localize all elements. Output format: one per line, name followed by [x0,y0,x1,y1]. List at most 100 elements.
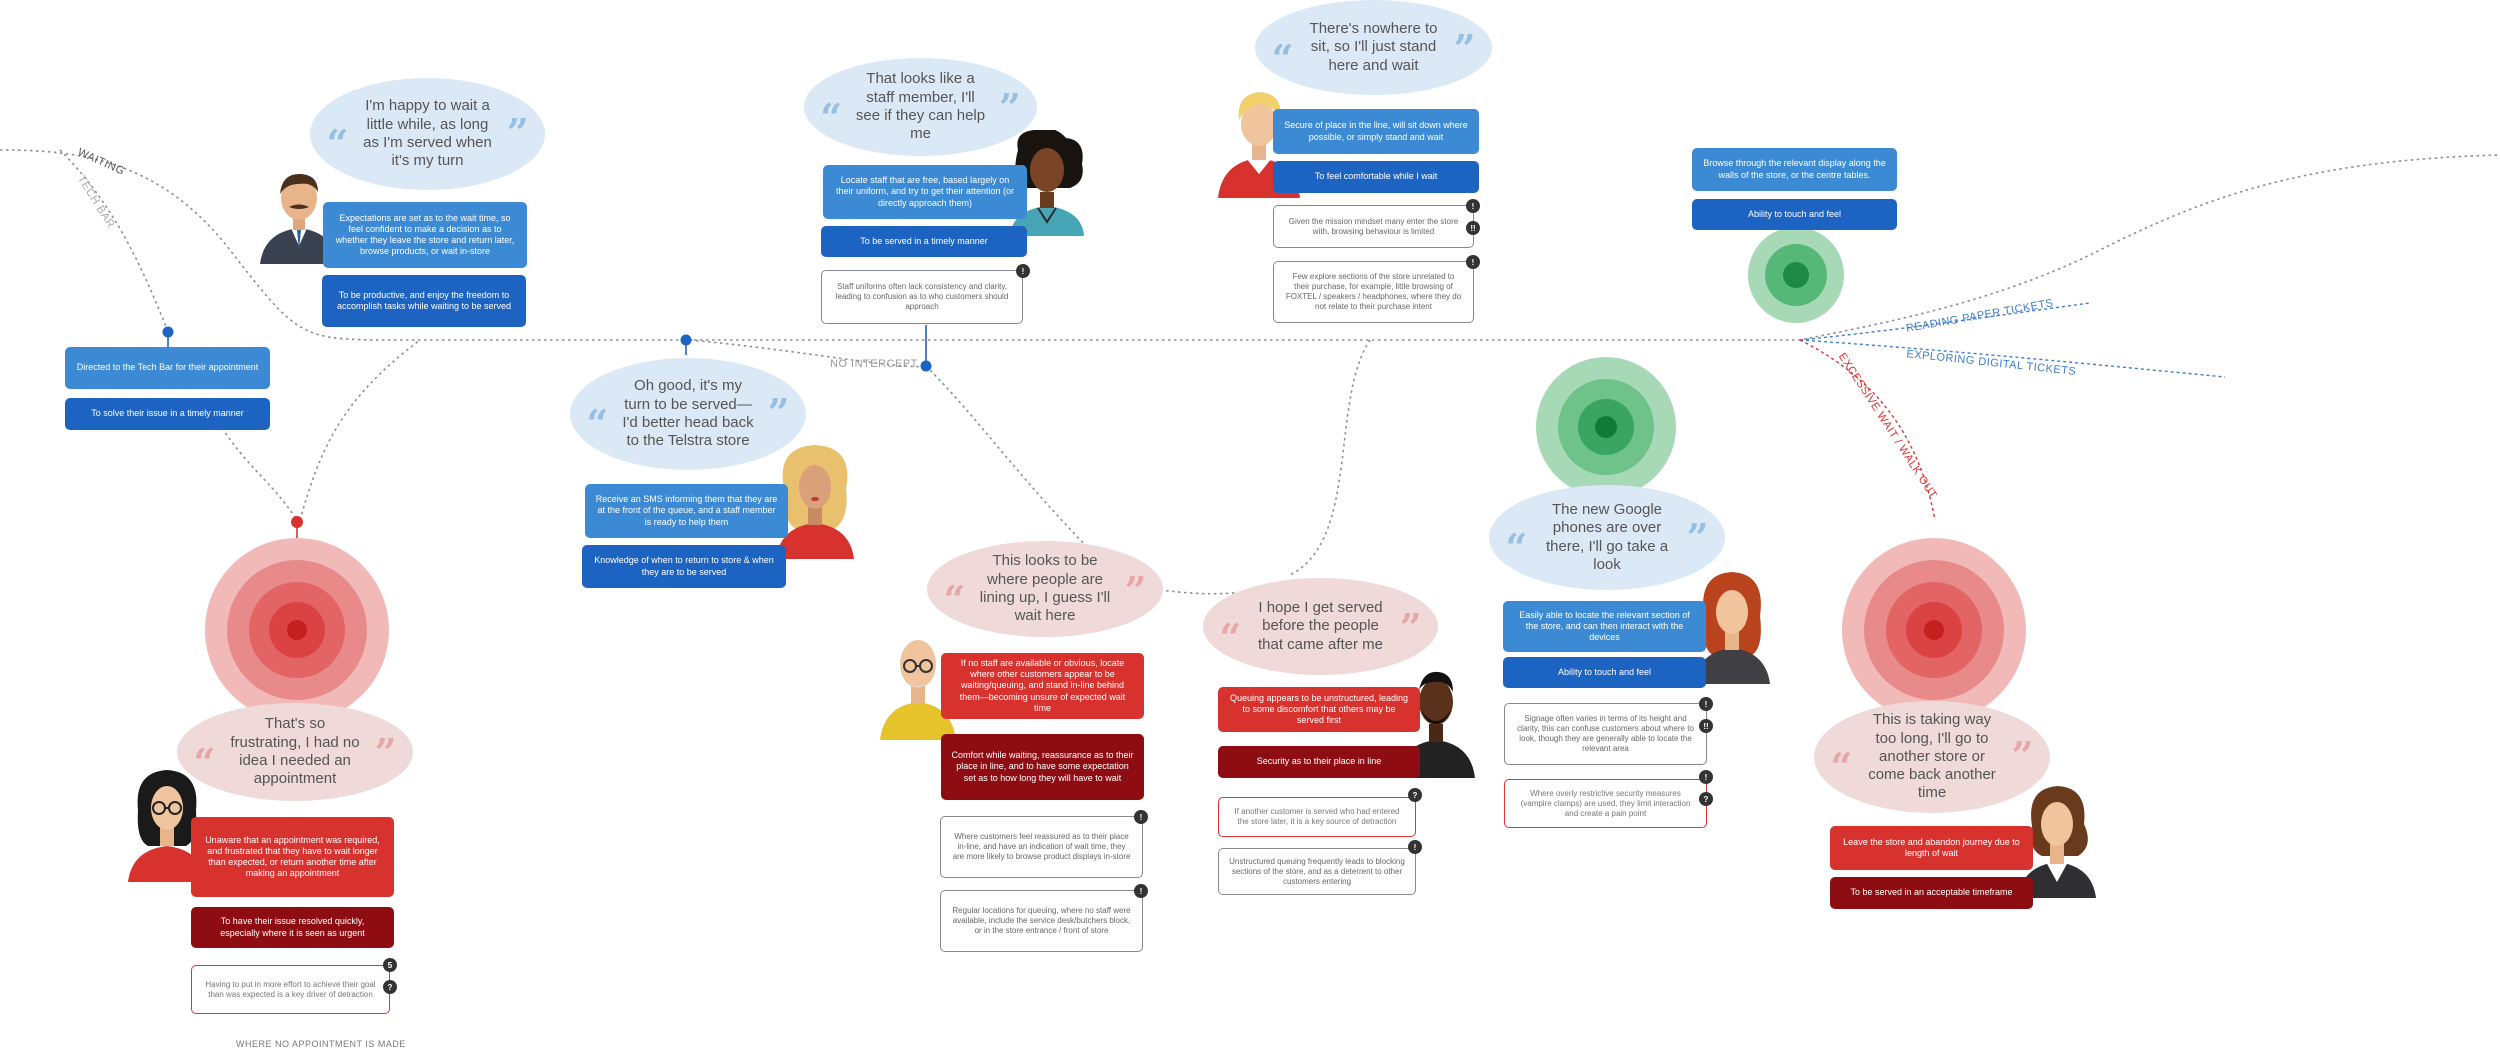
served-pain-1-badge: ? [1408,788,1422,802]
frustrated-quote-text: That's so frustrating, I had no idea I n… [230,715,360,788]
queue-quote-bubble: “ This looks to be where people are lini… [927,541,1163,637]
techbar-node [162,326,174,338]
tech-bar-path [59,149,169,333]
intercept-path [689,339,927,368]
quote-close-icon: ” [1399,605,1422,651]
staff-pain-card: Staff uniforms often lack consistency an… [821,270,1023,324]
walkout-quote-bubble: “ This is taking way too long, I'll go t… [1814,701,2050,813]
staff-node [920,360,932,372]
wait-to-frustrated-path [299,339,421,521]
walkout-quote-text: This is taking way too long, I'll go to … [1868,711,1996,802]
negative-target-frustrated [205,538,389,722]
quote-open-icon: “ [820,95,843,141]
excessive-wait-path [1799,339,1936,521]
wait-quote-text: I'm happy to wait a little while, as lon… [363,97,492,170]
woman-ponytail-avatar [2018,786,2096,898]
woman-glasses-avatar [128,770,206,882]
staff-quote-text: That looks like a staff member, I'll see… [855,70,986,143]
positive-target-google [1536,357,1676,497]
man-mustache-avatar [260,174,338,264]
bald-man-glasses-avatar [880,640,956,740]
quote-close-icon: ” [1453,26,1476,72]
wait-quote-bubble: “ I'm happy to wait a little while, as l… [310,78,545,190]
exploring-digital-tickets-path [1799,339,2226,378]
myturn-node [680,334,692,346]
stand-pain-1-badge-a: ! [1466,199,1480,213]
staff-need-card: Locate staff that are free, based largel… [823,165,1027,219]
myturn-need-card: Receive an SMS informing them that they … [585,484,788,538]
stand-pain-2-badge: ! [1466,255,1480,269]
staff-pain-badge: ! [1016,264,1030,278]
frustrated-pain-badge-a: 5 [383,958,397,972]
google-quote-bubble: “ The new Google phones are over there, … [1489,485,1725,590]
wait-goal-card: To be productive, and enjoy the freedom … [322,275,526,327]
queue-quote-text: This looks to be where people are lining… [979,552,1111,625]
stand-pain-1-badge-b: !! [1466,221,1480,235]
served-pain-card-1: If another customer is served who had en… [1218,797,1416,837]
stand-quote-text: There's nowhere to sit, so I'll just sta… [1309,20,1438,74]
stand-to-served-path [1289,339,1371,576]
queue-pain-1-badge: ! [1134,810,1148,824]
quote-open-icon: “ [193,740,216,786]
google-goal-card: Ability to touch and feel [1503,657,1706,688]
served-need-card: Queuing appears to be unstructured, lead… [1218,687,1420,732]
quote-open-icon: “ [1219,614,1242,660]
google-pain-1-badge-b: !! [1699,719,1713,733]
myturn-quote-bubble: “ Oh good, it's my turn to be served—I'd… [570,358,806,470]
quote-close-icon: ” [2011,732,2034,778]
stand-need-card: Secure of place in the line, will sit do… [1273,109,1479,154]
google-pain-2-badge-a: ! [1699,770,1713,784]
google-pain-1-badge-a: ! [1699,697,1713,711]
quote-close-icon: ” [1124,567,1147,613]
served-quote-bubble: “ I hope I get served before the people … [1203,578,1438,675]
techbar-need-card: Directed to the Tech Bar for their appoi… [65,347,270,389]
frustrated-need-card: Unaware that an appointment was required… [191,817,394,897]
queue-pain-card-1: Where customers feel reassured as to the… [940,816,1143,878]
queue-goal-card: Comfort while waiting, reassurance as to… [941,734,1144,800]
google-quote-text: The new Google phones are over there, I'… [1545,500,1669,573]
no-intercept-label: NO INTERCEPT [830,358,918,370]
staff-goal-card: To be served in a timely manner [821,226,1027,257]
quote-open-icon: “ [943,577,966,623]
techbar-to-frustrated-path [221,427,298,521]
quote-open-icon: “ [1830,744,1853,790]
frustrated-pain-card: Having to put in more effort to achieve … [191,965,390,1014]
woman-red-hair-avatar [1694,572,1770,684]
wait-need-card: Expectations are set as to the wait time… [323,202,527,268]
browse-goal-card: Ability to touch and feel [1692,199,1897,230]
quote-close-icon: ” [374,730,397,776]
browse-need-card: Browse through the relevant display alon… [1692,148,1897,191]
served-quote-text: I hope I get served before the people th… [1257,599,1384,653]
stand-pain-card-2: Few explore sections of the store unrela… [1273,261,1474,323]
frustrated-quote-bubble: “ That's so frustrating, I had no idea I… [177,703,413,801]
frustrated-goal-card: To have their issue resolved quickly, es… [191,907,394,948]
quote-open-icon: “ [1505,525,1528,571]
staff-to-queue-path [925,365,1101,561]
quote-close-icon: ” [767,389,790,435]
waiting-path [0,149,2500,341]
quote-open-icon: “ [586,401,609,447]
quote-open-icon: “ [326,121,349,167]
stand-pain-card-1: Given the mission mindset many enter the… [1273,205,1474,248]
google-pain-card-2: Where overly restrictive security measur… [1504,779,1707,828]
queue-need-card: If no staff are available or obvious, lo… [941,653,1144,719]
served-goal-card: Security as to their place in line [1218,746,1420,778]
myturn-quote-text: Oh good, it's my turn to be served—I'd b… [622,377,754,450]
quote-open-icon: “ [1271,35,1294,81]
google-pain-2-badge-b: ? [1699,792,1713,806]
frustrated-node [291,516,303,528]
woman-curly-hair-avatar [1010,130,1084,236]
google-need-card: Easily able to locate the relevant secti… [1503,601,1706,652]
walkout-goal-card: To be served in an acceptable timeframe [1830,877,2033,909]
frustrated-pain-badge-b: ? [383,980,397,994]
quote-close-icon: ” [1686,514,1709,560]
woman-blonde-avatar [776,445,854,559]
quote-close-icon: ” [506,109,529,155]
served-pain-2-badge: ! [1408,840,1422,854]
stand-goal-card: To feel comfortable while I wait [1273,161,1479,193]
queue-pain-card-2: Regular locations for queuing, where no … [940,890,1143,952]
stand-quote-bubble: “ There's nowhere to sit, so I'll just s… [1255,0,1492,95]
no-appointment-label: WHERE NO APPOINTMENT IS MADE [236,1039,406,1049]
served-pain-card-2: Unstructured queuing frequently leads to… [1218,848,1416,895]
